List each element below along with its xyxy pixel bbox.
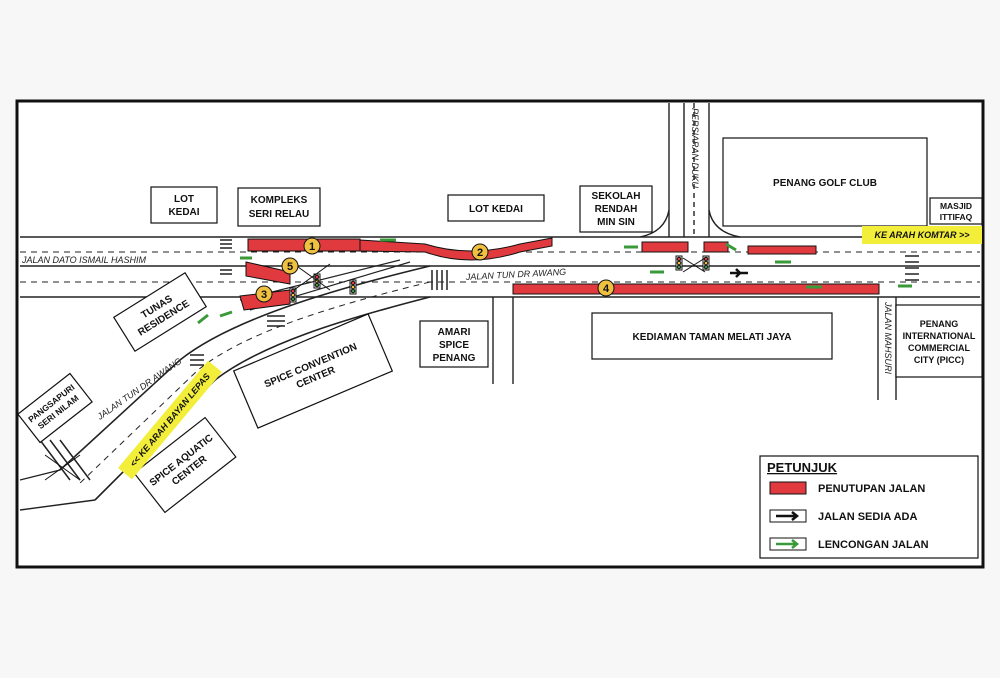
golf-label: PENANG GOLF CLUB	[773, 178, 877, 189]
masjid-box	[929, 197, 983, 225]
detour-arrows	[197, 238, 912, 325]
tunas-box	[112, 271, 208, 353]
masjid-label-2: ITTIFAQ	[940, 212, 973, 222]
traffic-light-icon	[702, 255, 710, 271]
closure-north-a	[641, 241, 689, 253]
spice-aquatic-box	[133, 416, 237, 514]
closure-4	[512, 283, 880, 295]
kompleks-box	[237, 187, 321, 227]
svg-text:1: 1	[309, 241, 315, 253]
picc-label-3: COMMERCIAL	[908, 343, 970, 353]
existing-arrows	[730, 268, 748, 278]
bayan-lepas-highlight	[118, 360, 222, 480]
komtar-highlight	[862, 226, 982, 244]
lot-kedai-1-label-2: KEDAI	[168, 207, 199, 218]
closure-north-b	[703, 241, 729, 253]
lot-kedai-2-box	[447, 194, 545, 222]
legend: PETUNJUK PENUTUPAN JALAN JALAN SEDIA ADA…	[759, 455, 979, 559]
north-road	[639, 103, 741, 238]
closure-segments	[239, 237, 880, 311]
intersection-cross-icon	[44, 257, 706, 481]
legend-title: PETUNJUK	[767, 460, 838, 475]
picc-label-4: CITY (PICC)	[914, 355, 964, 365]
amari-road	[492, 297, 514, 384]
marker-1: 1	[303, 237, 321, 255]
closure-2	[359, 237, 553, 261]
kompleks-label-2: SERI RELAU	[249, 209, 310, 220]
road-label-persiaran: PERSIARAN DUKU	[690, 108, 700, 189]
sekolah-label-2: RENDAH	[595, 204, 638, 215]
crossings	[39, 239, 919, 481]
lot-kedai-1-box	[150, 186, 218, 224]
picc-label-2: INTERNATIONAL	[903, 331, 976, 341]
traffic-lights	[289, 255, 710, 303]
picc-label: PENANG	[920, 319, 959, 329]
sekolah-label-3: MIN SIN	[597, 217, 635, 228]
marker-3: 3	[255, 285, 273, 303]
kediaman-label: KEDIAMAN TAMAN MELATI JAYA	[633, 332, 792, 343]
lot-kedai-1-label: LOT	[174, 194, 194, 205]
marker-2: 2	[471, 243, 489, 261]
legend-detour-label: LENCONGAN JALAN	[818, 539, 929, 551]
road-label-dato: JALAN DATO ISMAIL HASHIM	[21, 255, 147, 265]
sekolah-box	[579, 185, 653, 233]
arrow-right-icon	[776, 511, 800, 521]
spice-convention-box	[232, 313, 394, 429]
lot-kedai-2-label: LOT KEDAI	[469, 204, 523, 215]
golf-box	[722, 137, 928, 227]
closure-5	[245, 261, 291, 285]
kompleks-label: KOMPLEKS	[251, 195, 308, 206]
marker-5: 5	[281, 257, 299, 275]
svg-text:5: 5	[287, 261, 293, 273]
picc-box	[895, 304, 983, 378]
traffic-light-icon	[675, 255, 683, 271]
komtar-direction: KE ARAH KOMTAR >>	[874, 230, 970, 240]
svg-text:4: 4	[603, 283, 610, 295]
amari-label-2: SPICE	[439, 340, 469, 351]
marker-4: 4	[597, 279, 615, 297]
svg-text:3: 3	[261, 289, 267, 301]
kediaman-box	[591, 312, 833, 360]
markers: 1 2 3 4 5	[255, 237, 615, 303]
traffic-light-icon	[349, 279, 357, 295]
pangsapuri-box	[17, 372, 93, 444]
legend-closure-label: PENUTUPAN JALAN	[818, 483, 925, 495]
sekolah-label: SEKOLAH	[592, 191, 641, 202]
legend-closure-swatch	[769, 481, 807, 495]
amari-label-3: PENANG	[433, 353, 476, 364]
masjid-label: MASJID	[940, 201, 972, 211]
arrow-right-green-icon	[776, 539, 800, 549]
traffic-light-icon	[289, 287, 297, 303]
amari-label: AMARI	[438, 327, 471, 338]
amari-box	[419, 320, 489, 368]
legend-existing-label: JALAN SEDIA ADA	[818, 511, 917, 523]
closure-east	[747, 245, 817, 255]
svg-text:2: 2	[477, 247, 483, 259]
road-label-mahsuri: JALAN MAHSURI	[883, 301, 893, 375]
